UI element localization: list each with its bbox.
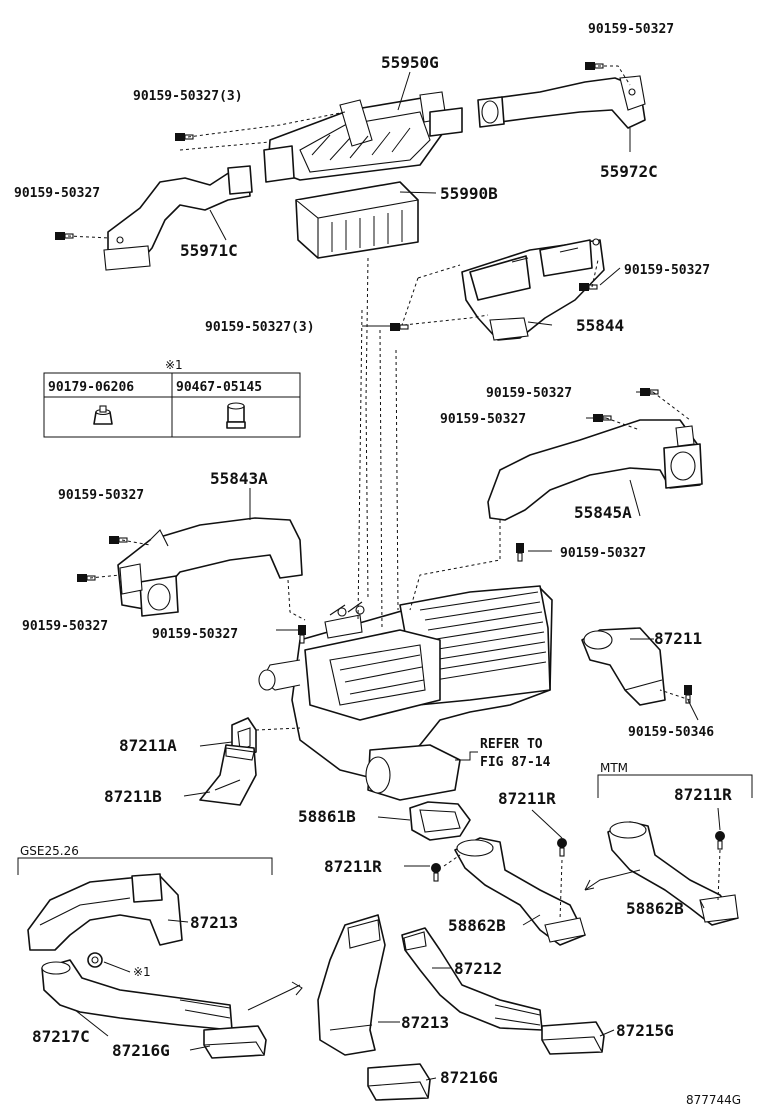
- label-87215G[interactable]: 87215G: [616, 1021, 674, 1040]
- part-87213-bottom-drawing[interactable]: [317, 914, 386, 1056]
- label-87213-bottom[interactable]: 87213: [401, 1013, 449, 1032]
- label-bolt-top-right[interactable]: 90159-50327: [588, 22, 674, 37]
- part-87216G-left-drawing[interactable]: [203, 1025, 267, 1059]
- part-58861B-drawing[interactable]: [409, 801, 471, 841]
- part-87213-top-drawing[interactable]: [27, 873, 183, 951]
- label-bolt-55845A-below[interactable]: 90159-50327: [560, 546, 646, 561]
- label-58861B[interactable]: 58861B: [298, 807, 356, 826]
- note-mark-table: ※1: [165, 358, 183, 372]
- label-87216G-bottom[interactable]: 87216G: [440, 1068, 498, 1087]
- gse-label: GSE25.26: [20, 844, 79, 858]
- callout-labels: 55950G 55972C 55990B 55971C 55844 55843A…: [14, 22, 741, 1107]
- part-87211B-drawing[interactable]: [199, 744, 257, 806]
- nut-icon: [93, 405, 113, 425]
- clip-icon: [557, 838, 567, 857]
- label-55844[interactable]: 55844: [576, 316, 624, 335]
- bolt-icon: [390, 323, 409, 331]
- label-87211R-mtm[interactable]: 87211R: [674, 785, 732, 804]
- bolt-icon: [579, 283, 598, 291]
- label-bolt-top-left[interactable]: 90159-50327(3): [133, 89, 243, 104]
- label-55845A[interactable]: 55845A: [574, 503, 632, 522]
- label-bolt-center[interactable]: 90159-50327: [152, 627, 238, 642]
- part-55844-drawing[interactable]: [461, 238, 605, 341]
- mtm-frame: [597, 774, 753, 798]
- label-bolt-55843A-top[interactable]: 90159-50327: [58, 488, 144, 503]
- part-55972C-drawing[interactable]: [477, 75, 646, 129]
- hvac-unit-drawing[interactable]: [258, 585, 553, 801]
- clip-icon: [715, 831, 725, 850]
- clip-icon: [431, 863, 441, 882]
- label-bolt-87211[interactable]: 90159-50346: [628, 725, 714, 740]
- label-55971C[interactable]: 55971C: [180, 241, 238, 260]
- bolt-icon: [298, 625, 306, 644]
- cap-nut-icon: [226, 402, 246, 429]
- label-87211B[interactable]: 87211B: [104, 787, 162, 806]
- part-55843A-drawing[interactable]: [117, 517, 303, 617]
- bolt-icon: [516, 543, 524, 562]
- label-87211A[interactable]: 87211A: [119, 736, 177, 755]
- note-mark-bottom: ※1: [133, 965, 151, 979]
- label-bolt-55843A-bottom[interactable]: 90159-50327: [22, 619, 108, 634]
- label-87212[interactable]: 87212: [454, 959, 502, 978]
- label-bolt-55845A-b[interactable]: 90159-50327: [440, 412, 526, 427]
- label-87216G-left[interactable]: 87216G: [112, 1041, 170, 1060]
- table-col2[interactable]: 90467-05145: [176, 380, 262, 395]
- label-55972C[interactable]: 55972C: [600, 162, 658, 181]
- label-55843A[interactable]: 55843A: [210, 469, 268, 488]
- label-bolt-left-mid[interactable]: 90159-50327: [14, 186, 100, 201]
- note-table: [43, 372, 301, 438]
- label-87217C[interactable]: 87217C: [32, 1027, 90, 1046]
- label-leaders: [74, 71, 721, 1081]
- label-87211R-center[interactable]: 87211R: [498, 789, 556, 808]
- part-58862B-center-drawing[interactable]: [454, 837, 586, 946]
- diagram-id: 877744G: [686, 1093, 741, 1107]
- label-58862B-mtm[interactable]: 58862B: [626, 899, 684, 918]
- part-55845A-drawing[interactable]: [487, 419, 703, 521]
- label-87213-top[interactable]: 87213: [190, 913, 238, 932]
- part-87215G-drawing[interactable]: [541, 1021, 605, 1055]
- part-55990B-drawing[interactable]: [295, 181, 419, 259]
- label-58862B-center[interactable]: 58862B: [448, 916, 506, 935]
- gse-frame: [17, 857, 273, 875]
- refer-line-1[interactable]: REFER TO: [480, 737, 543, 752]
- part-58862B-mtm-drawing[interactable]: [607, 821, 739, 926]
- nut-icon: [87, 952, 103, 968]
- label-bolt-55845A-a[interactable]: 90159-50327: [486, 386, 572, 401]
- label-bolt-right-55844[interactable]: 90159-50327: [624, 263, 710, 278]
- refer-line-2[interactable]: FIG 87-14: [480, 755, 551, 770]
- table-col1[interactable]: 90179-06206: [48, 380, 134, 395]
- label-87211[interactable]: 87211: [654, 629, 702, 648]
- label-87211R-left[interactable]: 87211R: [324, 857, 382, 876]
- label-55950G[interactable]: 55950G: [381, 53, 439, 72]
- leader-lines: [67, 65, 721, 1011]
- part-87211-drawing[interactable]: [581, 627, 666, 706]
- part-87216G-bottom-drawing[interactable]: [367, 1063, 431, 1101]
- label-55990B[interactable]: 55990B: [440, 184, 498, 203]
- label-bolt-55844-3[interactable]: 90159-50327(3): [205, 320, 315, 335]
- part-55971C-drawing[interactable]: [103, 165, 253, 271]
- part-55950G-drawing[interactable]: [263, 91, 463, 183]
- mtm-label: MTM: [600, 761, 628, 775]
